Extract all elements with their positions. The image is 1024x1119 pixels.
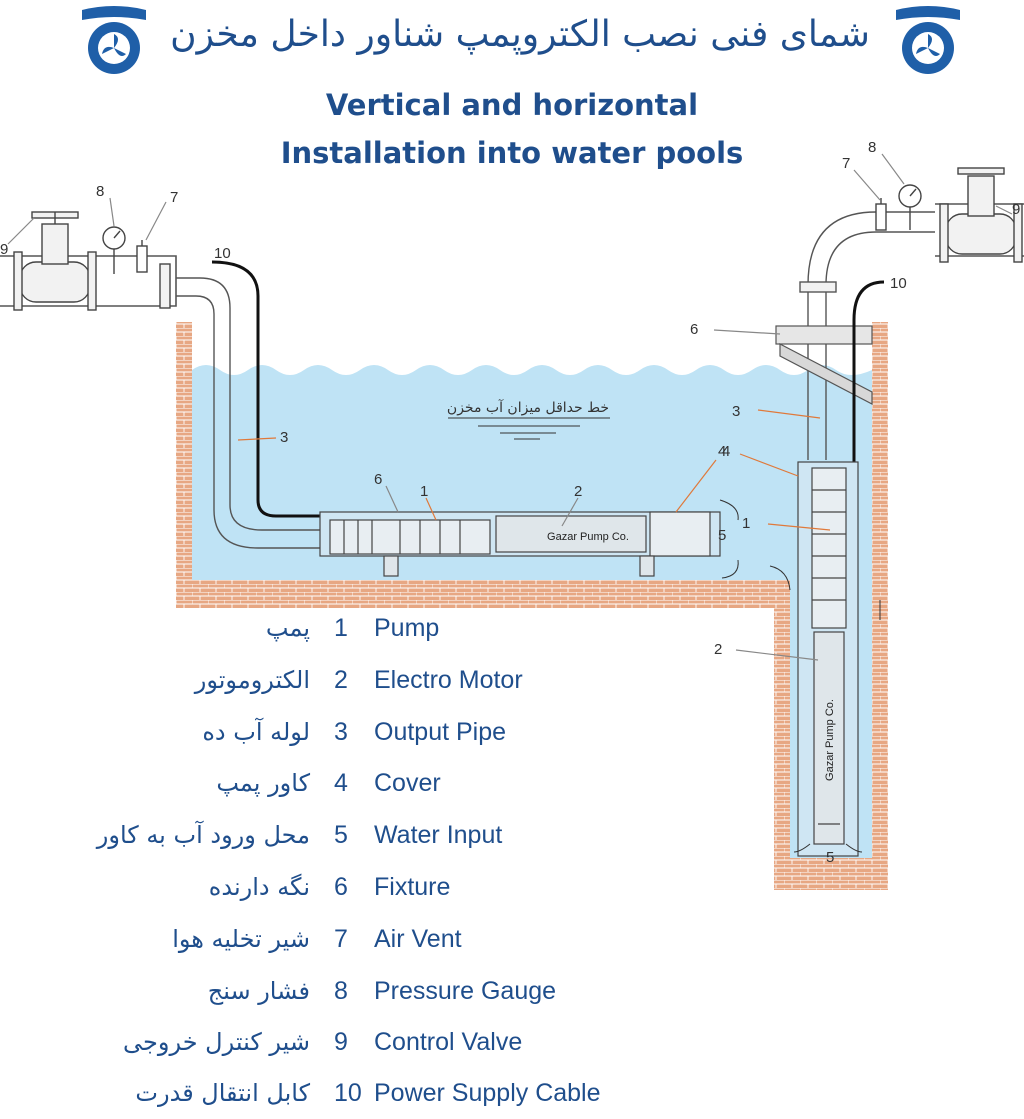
company-logo-left bbox=[82, 6, 146, 74]
legend-num: 10 bbox=[334, 1079, 362, 1107]
legend-row: کابل انتقال قدرت 10 Power Supply Cable bbox=[0, 1079, 660, 1119]
legend-fa: نگه دارنده bbox=[208, 873, 310, 901]
company-logo-right bbox=[896, 6, 960, 74]
callout-numbers: 10 8 7 9 3 6 1 2 4 5 8 7 9 10 6 3 4 1 2 … bbox=[0, 139, 1020, 866]
legend-en: Output Pipe bbox=[374, 718, 507, 746]
legend-en: Electro Motor bbox=[374, 666, 523, 694]
legend-en: Power Supply Cable bbox=[374, 1079, 601, 1107]
vertical-air-vent bbox=[875, 198, 887, 231]
callout-h-4: 4 bbox=[718, 443, 726, 460]
horizontal-pressure-gauge bbox=[102, 226, 126, 274]
callout-v-6: 6 bbox=[690, 321, 698, 338]
legend-row: کاور پمپ 4 Cover bbox=[0, 769, 660, 809]
callout-v-9: 9 bbox=[1012, 201, 1020, 218]
vertical-brand-label: Gazar Pump Co. bbox=[824, 699, 836, 781]
callout-v-7: 7 bbox=[842, 155, 850, 172]
legend-row: پمپ 1 Pump bbox=[0, 614, 660, 654]
callout-v-5: 5 bbox=[826, 849, 834, 866]
legend-en: Water Input bbox=[374, 821, 503, 849]
legend-fa: فشار سنج bbox=[207, 977, 310, 1005]
flow-arrows bbox=[719, 499, 881, 853]
legend-num: 9 bbox=[334, 1028, 348, 1056]
title-english-line1: Vertical and horizontal bbox=[325, 88, 699, 122]
min-water-level: خط حداقل میزان آب مخزن bbox=[447, 399, 610, 440]
legend-num: 4 bbox=[334, 769, 348, 797]
horizontal-pipe-flange bbox=[159, 263, 171, 309]
callout-v-4: 4 bbox=[722, 443, 730, 460]
legend-en: Air Vent bbox=[374, 925, 462, 953]
callout-v-1: 1 bbox=[742, 515, 750, 532]
legend-row: الکتروموتور 2 Electro Motor bbox=[0, 666, 660, 706]
horizontal-power-cable bbox=[211, 260, 330, 518]
legend-en: Fixture bbox=[374, 873, 451, 901]
legend-row: نگه دارنده 6 Fixture bbox=[0, 873, 660, 913]
callout-h-1: 1 bbox=[420, 483, 428, 500]
legend-en: Pump bbox=[374, 614, 440, 642]
water-pool bbox=[192, 365, 872, 858]
title-english-line2: Installation into water pools bbox=[280, 136, 744, 170]
callout-v-10: 10 bbox=[890, 275, 907, 292]
legend-row: فشار سنج 8 Pressure Gauge bbox=[0, 977, 660, 1017]
horizontal-brand-label: Gazar Pump Co. bbox=[547, 531, 629, 543]
callout-v-3: 3 bbox=[732, 403, 740, 420]
callout-h-2: 2 bbox=[574, 483, 582, 500]
horizontal-control-valve bbox=[13, 211, 97, 311]
legend-row: لوله آب ده 3 Output Pipe bbox=[0, 718, 660, 758]
legend-fa: کابل انتقال قدرت bbox=[135, 1079, 310, 1107]
legend-row: محل ورود آب به کاور 5 Water Input bbox=[0, 821, 660, 861]
callout-h-3: 3 bbox=[280, 429, 288, 446]
horizontal-pump-assembly: Gazar Pump Co. bbox=[319, 511, 721, 577]
callout-h-10: 10 bbox=[214, 245, 231, 262]
legend-num: 7 bbox=[334, 925, 348, 953]
legend-fa: الکتروموتور bbox=[194, 666, 310, 694]
callout-lines bbox=[7, 153, 1013, 661]
callout-h-8: 8 bbox=[96, 183, 104, 200]
legend-num: 3 bbox=[334, 718, 348, 746]
vertical-control-valve bbox=[939, 167, 1023, 263]
horizontal-air-vent bbox=[136, 240, 148, 273]
callout-v-2: 2 bbox=[714, 641, 722, 658]
legend-num: 1 bbox=[334, 614, 348, 642]
legend-fa: لوله آب ده bbox=[202, 718, 310, 746]
callout-h-9: 9 bbox=[0, 241, 8, 258]
legend-row: شیر کنترل خروجی 9 Control Valve bbox=[0, 1028, 660, 1068]
legend-en: Cover bbox=[374, 769, 441, 797]
callout-h-7: 7 bbox=[170, 189, 178, 206]
legend-fa: کاور پمپ bbox=[216, 769, 310, 797]
legend-en: Control Valve bbox=[374, 1028, 523, 1056]
min-water-level-label: خط حداقل میزان آب مخزن bbox=[447, 399, 609, 416]
legend-num: 2 bbox=[334, 666, 348, 694]
legend-num: 5 bbox=[334, 821, 348, 849]
title-persian: شمای فنی نصب الکتروپمپ شناور داخل مخزن bbox=[170, 14, 870, 55]
vertical-pressure-gauge bbox=[898, 184, 922, 230]
callout-h-5: 5 bbox=[718, 527, 726, 544]
legend-num: 6 bbox=[334, 873, 348, 901]
legend-fa: شیر کنترل خروجی bbox=[123, 1028, 310, 1056]
vertical-fixture bbox=[775, 325, 873, 405]
legend-en: Pressure Gauge bbox=[374, 977, 557, 1005]
legend-fa: محل ورود آب به کاور bbox=[96, 821, 310, 849]
legend-num: 8 bbox=[334, 977, 348, 1005]
callout-h-6: 6 bbox=[374, 471, 382, 488]
legend-fa: شیر تخلیه هوا bbox=[172, 925, 310, 953]
callout-v-8: 8 bbox=[868, 139, 876, 156]
legend-row: شیر تخلیه هوا 7 Air Vent bbox=[0, 925, 660, 965]
legend-fa: پمپ bbox=[265, 614, 310, 642]
